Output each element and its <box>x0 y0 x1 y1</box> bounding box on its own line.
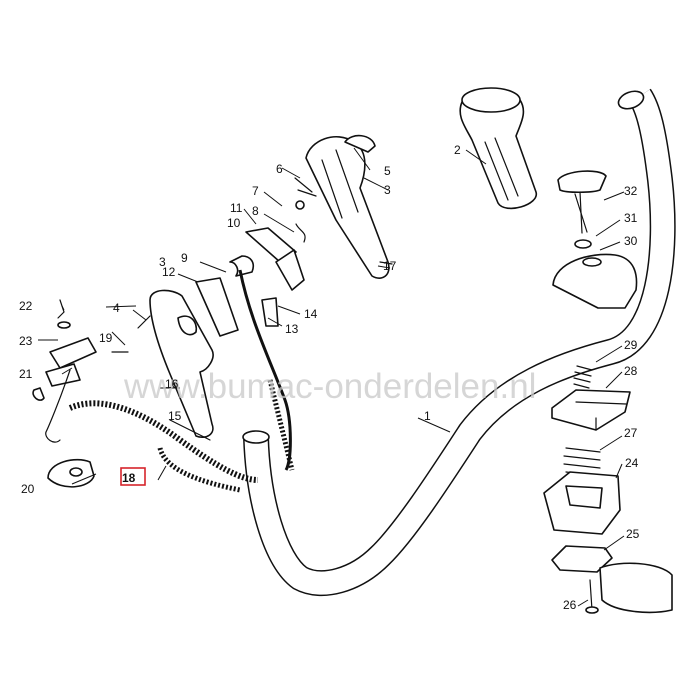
small-parts <box>32 177 317 488</box>
clamp-assembly <box>543 170 673 614</box>
callout-21: 21 <box>19 367 33 381</box>
callout-1: 1 <box>424 409 431 423</box>
callout-19: 19 <box>99 331 113 345</box>
callout-2: 2 <box>454 143 461 157</box>
callout-11: 11 <box>230 201 243 215</box>
callout-5: 5 <box>384 164 391 178</box>
highlight-box <box>120 467 146 486</box>
callout-30: 30 <box>624 234 638 248</box>
callout-26: 26 <box>563 598 577 612</box>
callout-13: 13 <box>285 322 299 336</box>
leader-lines <box>38 147 625 607</box>
callout-27: 27 <box>624 426 638 440</box>
callout-7: 7 <box>252 184 259 198</box>
callout-4: 4 <box>113 301 120 315</box>
callout-20: 20 <box>21 482 35 496</box>
callout-6: 6 <box>276 162 283 176</box>
handlebar <box>242 88 676 597</box>
callout-15: 15 <box>168 409 182 423</box>
watermark-text: www.bumac-onderdelen.nl <box>123 367 536 406</box>
callout-8: 8 <box>252 204 259 218</box>
callout-3: 3 <box>384 183 391 197</box>
callout-22: 22 <box>19 299 33 313</box>
callout-3: 3 <box>159 255 166 269</box>
callout-9: 9 <box>181 251 188 265</box>
callout-23: 23 <box>19 334 33 348</box>
callout-18: 18 <box>122 471 136 485</box>
callout-28: 28 <box>624 364 638 378</box>
callout-32: 32 <box>624 184 638 198</box>
callout-16: 16 <box>165 377 179 391</box>
callout-29: 29 <box>624 338 638 352</box>
handle-body <box>149 289 214 439</box>
throttle-cable <box>45 269 295 493</box>
callout-10: 10 <box>227 216 241 230</box>
callout-17: 17 <box>383 259 397 273</box>
callout-31: 31 <box>624 211 638 225</box>
grip <box>459 87 537 210</box>
callout-12: 12 <box>162 265 176 279</box>
callout-14: 14 <box>304 307 318 321</box>
callout-25: 25 <box>626 527 640 541</box>
callout-24: 24 <box>625 456 639 470</box>
control-handle-housing <box>305 134 393 279</box>
callout-labels: 1233456789101112131415161718192021222324… <box>19 143 640 612</box>
